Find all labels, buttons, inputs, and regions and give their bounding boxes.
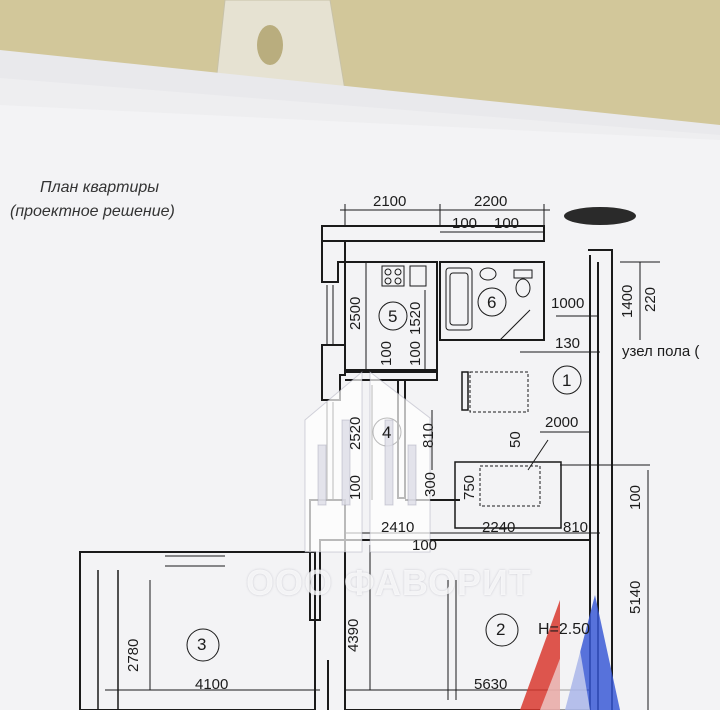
ceiling-height: H=2.50 bbox=[538, 621, 591, 638]
dim-100-f: 100 bbox=[627, 484, 644, 510]
dim-1400: 1400 bbox=[619, 284, 636, 318]
dim-1520: 1520 bbox=[407, 301, 424, 335]
stove-burner-2 bbox=[394, 268, 402, 276]
dim-100-c: 100 bbox=[378, 340, 395, 366]
dim-810-b: 810 bbox=[563, 519, 589, 536]
room-number-1: 1 bbox=[562, 371, 572, 390]
storage-inner bbox=[479, 465, 541, 507]
left-upper-wall bbox=[321, 240, 346, 283]
bath-door-swing bbox=[499, 309, 531, 341]
storage-door-swing bbox=[527, 439, 549, 471]
room1-circle bbox=[552, 365, 582, 395]
room-number-6: 6 bbox=[487, 293, 497, 312]
dim-130: 130 bbox=[555, 335, 581, 352]
room3-circle bbox=[186, 628, 220, 662]
room4-wall-top bbox=[345, 371, 438, 381]
room-number-4: 4 bbox=[382, 423, 392, 442]
flag-logo bbox=[520, 595, 620, 710]
toilet-tank bbox=[513, 269, 533, 279]
dim-100-a: 100 bbox=[452, 215, 478, 232]
dim-2780: 2780 bbox=[125, 638, 142, 672]
dim-2000: 2000 bbox=[545, 414, 579, 431]
room3-inner-wall bbox=[97, 570, 119, 710]
stove-burner-3 bbox=[384, 277, 392, 285]
dim-300: 300 bbox=[422, 471, 439, 497]
watermark-logo bbox=[304, 370, 431, 553]
dim-2410: 2410 bbox=[381, 519, 415, 536]
bathtub-inner bbox=[449, 272, 469, 326]
dim-4390: 4390 bbox=[345, 618, 362, 652]
dim-2500: 2500 bbox=[347, 296, 364, 330]
closet bbox=[469, 371, 529, 413]
storage-room bbox=[454, 461, 562, 529]
plan-title: План квартиры bbox=[40, 179, 160, 196]
kitchen-outline bbox=[344, 261, 438, 371]
dim-2240: 2240 bbox=[482, 519, 516, 536]
dim-5630: 5630 bbox=[474, 676, 508, 693]
dim-2520: 2520 bbox=[347, 416, 364, 450]
kitchen-sink bbox=[409, 265, 427, 287]
stove-burner-4 bbox=[394, 277, 402, 285]
room3-outline bbox=[79, 551, 316, 710]
room5-circle bbox=[378, 301, 408, 331]
redacted-mark bbox=[564, 207, 636, 225]
bathroom-outline bbox=[439, 261, 545, 341]
dim-4100: 4100 bbox=[195, 676, 229, 693]
room-number-3: 3 bbox=[197, 635, 207, 654]
room-number-5: 5 bbox=[388, 307, 398, 326]
stove bbox=[381, 265, 405, 287]
top-wall bbox=[321, 225, 545, 242]
dim-810-a: 810 bbox=[420, 422, 437, 448]
floor-note: узел пола ( bbox=[622, 343, 700, 360]
hall-partition bbox=[461, 371, 469, 411]
dim-750: 750 bbox=[461, 474, 478, 500]
washbasin bbox=[479, 267, 497, 281]
dim-5140: 5140 bbox=[627, 580, 644, 614]
dim-100-b: 100 bbox=[494, 215, 520, 232]
watermark-company: ООО ФАВОРИТ bbox=[246, 562, 532, 603]
dim-100-d: 100 bbox=[407, 340, 424, 366]
dim-1000: 1000 bbox=[551, 295, 585, 312]
dim-2200: 2200 bbox=[474, 193, 508, 210]
dim-2100: 2100 bbox=[373, 193, 407, 210]
right-wall-cap bbox=[588, 249, 613, 710]
dim-220: 220 bbox=[642, 286, 659, 312]
plan-subtitle: (проектное решение) bbox=[10, 203, 175, 220]
punch-hole bbox=[257, 25, 283, 65]
stove-burner-1 bbox=[384, 268, 392, 276]
dim-100-g: 100 bbox=[412, 537, 438, 554]
room2-circle bbox=[485, 613, 519, 647]
toilet-bowl bbox=[515, 278, 531, 298]
dim-50: 50 bbox=[507, 431, 524, 448]
dim-100-e: 100 bbox=[347, 474, 364, 500]
bathtub bbox=[445, 267, 473, 331]
room6-circle bbox=[477, 287, 507, 317]
room-number-2: 2 bbox=[496, 620, 506, 639]
